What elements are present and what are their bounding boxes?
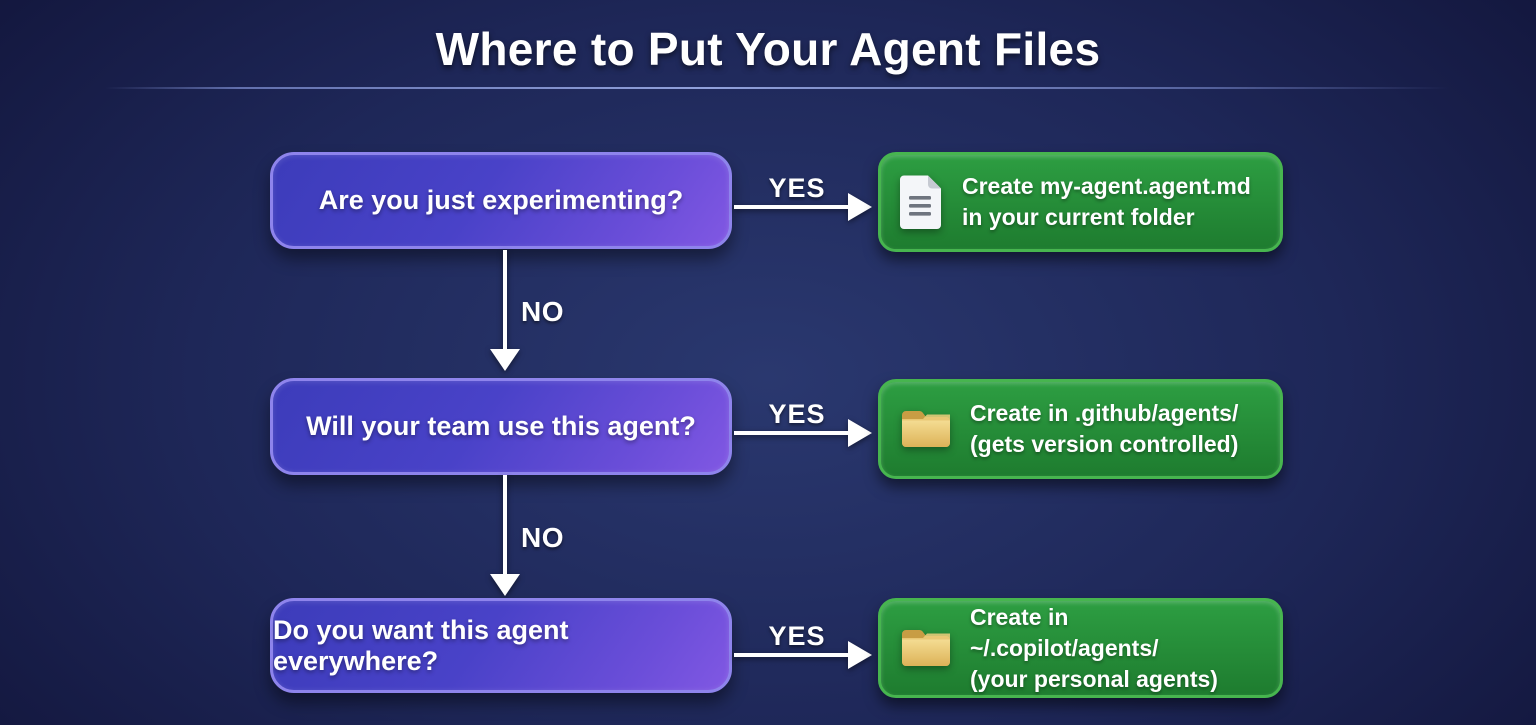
yes-arrow	[734, 192, 872, 222]
result-text: Create in .github/agents/ (gets version …	[970, 398, 1238, 460]
arrow-head	[848, 193, 872, 221]
question-text: Do you want this agent everywhere?	[273, 614, 569, 676]
question-text: Are you just experimenting?	[318, 185, 684, 215]
arrow-shaft	[734, 205, 848, 209]
folder-icon	[899, 407, 953, 451]
result-box-github-agents: Create in .github/agents/ (gets version …	[878, 379, 1283, 479]
no-arrow-label: NO	[521, 296, 564, 327]
question-box-experimenting: Are you just experimenting?	[270, 152, 732, 249]
arrow-shaft	[734, 431, 848, 435]
yes-arrow-label: YES	[768, 173, 826, 203]
result-box-current-folder: Create my-agent.agent.md in your current…	[878, 152, 1283, 252]
no-arrow	[490, 475, 520, 596]
result-line-1: Create my-agent.agent.md	[962, 173, 1251, 199]
yes-arrow-label: YES	[768, 621, 826, 651]
arrow-shaft	[503, 250, 507, 349]
result-box-copilot-agents: Create in ~/.copilot/agents/ (your perso…	[878, 598, 1283, 698]
result-line-1: Create in .github/agents/	[970, 400, 1239, 426]
result-line-2: (your personal agents)	[970, 665, 1218, 692]
arrow-head	[848, 419, 872, 447]
yes-arrow-label: YES	[768, 399, 826, 429]
arrow-shaft	[734, 653, 848, 657]
result-line-1: Create in ~/.copilot/agents/	[970, 603, 1159, 661]
arrow-shaft	[503, 475, 507, 574]
arrow-head	[848, 641, 872, 669]
no-arrow	[490, 250, 520, 371]
question-box-agent-everywhere: Do you want this agent everywhere?	[270, 598, 732, 693]
question-text: Will your team use this agent?	[306, 411, 696, 441]
folder-icon	[899, 626, 953, 670]
document-icon	[899, 174, 945, 230]
arrow-head	[490, 574, 520, 596]
page-title: Where to Put Your Agent Files	[435, 23, 1101, 75]
result-text: Create in ~/.copilot/agents/ (your perso…	[970, 602, 1262, 695]
arrow-head	[490, 349, 520, 371]
yes-arrow	[734, 418, 872, 448]
no-arrow-label: NO	[521, 522, 564, 553]
yes-arrow	[734, 640, 872, 670]
result-line-2: in your current folder	[962, 204, 1195, 230]
result-line-2: (gets version controlled)	[970, 431, 1239, 457]
title-divider	[105, 87, 1450, 89]
question-box-team-use: Will your team use this agent?	[270, 378, 732, 475]
result-text: Create my-agent.agent.md in your current…	[962, 171, 1251, 233]
